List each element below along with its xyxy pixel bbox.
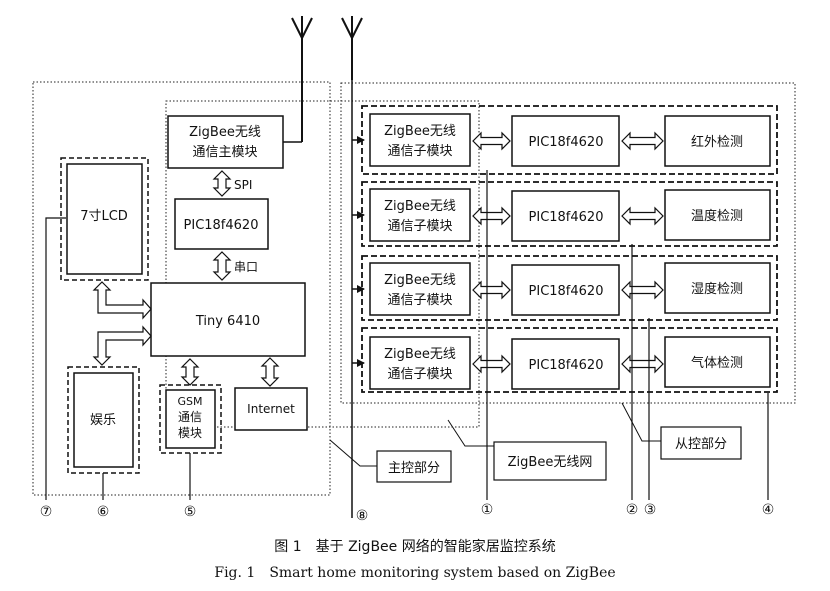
marker-8: ⑧ [356,508,369,524]
marker-5: ⑤ [184,504,197,520]
double-arrow-row3-zigbee-pic [472,280,511,300]
internet-link-arrow [260,357,280,387]
double-arrow-row1-zigbee-pic [472,131,511,151]
main-part-box [376,450,452,483]
zigbee-master-box [167,115,284,169]
lcd-link-arrow [92,281,152,320]
double-arrow-row3-pic-sensor [621,280,664,300]
slave-part-label: 从控部分 [675,437,727,452]
double-arrow-row4-zigbee-pic [472,354,511,374]
slave-pic-label-3: PIC18f4620 [529,284,604,299]
sensor-label-4: 气体检测 [691,355,743,371]
marker-1: ① [481,502,494,518]
sensor-box-2 [664,189,771,241]
slave-part-box [660,426,742,460]
entertainment-label: 娱乐 [90,413,116,428]
uart-link-arrow [212,251,232,281]
antenna-right-icon [341,16,363,80]
slave-antenna-bus [351,80,365,518]
main-part-label: 主控部分 [388,461,440,476]
slave-control-region [340,82,796,404]
marker-2: ② [626,502,639,518]
antenna-left-icon [291,16,313,142]
uart-label: 串口 [234,260,258,274]
slave-zigbee-box-2 [369,188,471,242]
zigbee-net-label: ZigBee无线网 [508,455,593,470]
slave-zigbee-label-1b: 通信子模块 [387,144,452,159]
sensor-box-3 [664,262,771,314]
zigbee-net-box [493,441,607,481]
gsm-outer-dashed [159,384,222,454]
zigbee-master-label-1: ZigBee无线 [189,125,261,140]
sensor-box-4 [664,336,771,388]
tiny6410-label: Tiny 6410 [195,314,260,329]
marker-6: ⑥ [97,504,110,520]
sensor-box-1 [664,115,771,167]
pic-main-box [174,198,269,250]
slave-row-3 [361,255,778,321]
main-control-region [32,81,331,496]
lcd-outer-dashed [60,157,149,281]
pic-main-label: PIC18f4620 [184,218,259,233]
slave-pic-box-4 [511,338,620,390]
slave-zigbee-label-4a: ZigBee无线 [384,347,456,362]
sensor-label-2: 温度检测 [691,208,743,224]
slave-pic-box-1 [511,115,620,167]
main-part-leader [329,439,377,467]
slave-pic-label-1: PIC18f4620 [529,135,604,150]
marker-lines [45,170,769,500]
zigbee-master-label-2: 通信主模块 [192,145,257,160]
slave-pic-label-4: PIC18f4620 [529,358,604,373]
marker-7: ⑦ [40,504,53,520]
slave-zigbee-box-3 [369,262,471,316]
gsm-label-1: GSM [178,395,203,408]
entertainment-box [73,372,134,468]
lcd-box [66,163,143,275]
entertainment-link-arrow [92,325,152,366]
marker-3: ③ [644,502,657,518]
tiny6410-box [150,282,306,357]
spi-label: SPI [234,178,252,192]
sensor-label-1: 红外检测 [691,134,743,150]
slave-zigbee-label-1a: ZigBee无线 [384,124,456,139]
slave-zigbee-label-3a: ZigBee无线 [384,273,456,288]
gsm-box [165,389,216,449]
slave-row-4 [361,327,778,393]
gsm-label-3: 模块 [178,426,202,440]
double-arrow-row2-zigbee-pic [472,206,511,226]
marker-4: ④ [762,502,775,518]
slave-zigbee-box-4 [369,336,471,390]
zigbee-network-region [165,100,480,428]
slave-pic-box-2 [511,190,620,242]
zigbee-net-leader [447,419,494,447]
slave-row-2 [361,181,778,247]
slave-zigbee-box-1 [369,113,471,167]
figure-caption-en: Fig. 1 Smart home monitoring system base… [214,565,616,581]
slave-zigbee-label-2b: 通信子模块 [387,219,452,234]
double-arrow-row2-pic-sensor [621,206,664,226]
internet-box [234,387,308,431]
gsm-label-2: 通信 [178,410,202,424]
slave-zigbee-label-2a: ZigBee无线 [384,199,456,214]
slave-part-leader [621,402,661,442]
figure-caption-cn: 图 1 基于 ZigBee 网络的智能家居监控系统 [274,539,556,555]
slave-pic-label-2: PIC18f4620 [529,210,604,225]
sensor-label-3: 湿度检测 [691,281,743,297]
double-arrow-row4-pic-sensor [621,354,664,374]
gsm-link-arrow [180,358,200,386]
double-arrow-row1-pic-sensor [621,131,664,151]
spi-link-arrow [212,170,232,197]
slave-zigbee-label-3b: 通信子模块 [387,293,452,308]
slave-zigbee-label-4b: 通信子模块 [387,367,452,382]
slave-link-arrows [472,131,664,374]
internet-label: Internet [247,402,295,416]
slave-pic-box-3 [511,264,620,316]
lcd-label: 7寸LCD [80,209,128,224]
